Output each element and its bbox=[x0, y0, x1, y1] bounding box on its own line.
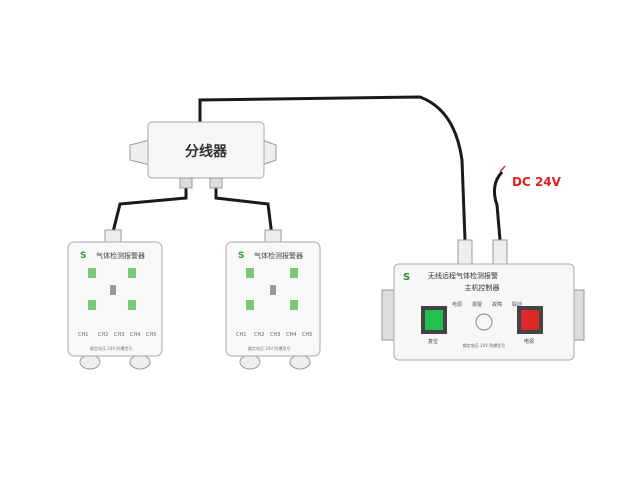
detector-right: S 气体检测报警器 CH1 CH2 CH3 CH4 CH5 额定电压 24V 防… bbox=[225, 229, 321, 370]
detector-footer: 额定电压 24V 防爆型号 bbox=[90, 345, 132, 351]
wireless-icon bbox=[475, 313, 493, 331]
channel-label: CH2 bbox=[254, 332, 264, 338]
power-label-text: 电源 bbox=[524, 338, 534, 345]
detector-left: S 气体检测报警器 CH1 CH2 CH3 CH4 CH5 额定电压 24V 防… bbox=[67, 229, 163, 370]
logo: S bbox=[403, 272, 410, 283]
logo: S bbox=[238, 251, 244, 261]
channel-label: CH4 bbox=[286, 332, 296, 338]
controller-subtitle: 主机控制器 bbox=[465, 283, 500, 292]
channel-label: CH1 bbox=[78, 332, 88, 338]
logo: S bbox=[80, 251, 86, 261]
channel-label: CH5 bbox=[146, 332, 156, 338]
detector-title: 气体检测报警器 bbox=[96, 251, 145, 260]
controller-footer: 额定电压 24V 防爆型号 bbox=[463, 342, 505, 348]
power-wire-tip bbox=[499, 165, 506, 173]
indicator-label: 联动 bbox=[512, 301, 522, 308]
channel-label: CH3 bbox=[114, 332, 124, 338]
channel-label: CH3 bbox=[270, 332, 280, 338]
channel-label: CH2 bbox=[98, 332, 108, 338]
indicator-label: 故障 bbox=[492, 301, 502, 308]
splitter-label: 分线器 bbox=[185, 143, 228, 160]
detector-title: 气体检测报警器 bbox=[254, 251, 303, 260]
controller-box: S 无线远程气体检测报警 主机控制器 电源 报警 故障 联动 复位 电源 额定电… bbox=[381, 239, 585, 361]
reset-label: 复位 bbox=[428, 338, 438, 345]
reset-button[interactable] bbox=[425, 310, 443, 330]
cables bbox=[110, 95, 504, 241]
channel-label: CH1 bbox=[236, 332, 246, 338]
detector-footer: 额定电压 24V 防爆型号 bbox=[248, 345, 290, 351]
indicator-label: 电源 bbox=[452, 301, 462, 308]
power-cable bbox=[492, 170, 504, 241]
indicator-label: 报警 bbox=[472, 301, 482, 308]
controller-title: 无线远程气体检测报警 bbox=[428, 271, 498, 280]
channel-label: CH5 bbox=[302, 332, 312, 338]
power-label: DC 24V bbox=[512, 175, 562, 189]
channel-label: CH4 bbox=[130, 332, 140, 338]
cable-splitter-to-controller bbox=[198, 95, 467, 241]
splitter-box: 分线器 bbox=[129, 121, 277, 189]
cable-splitter-to-detector-left bbox=[110, 180, 188, 237]
power-button[interactable] bbox=[521, 310, 539, 330]
cable-splitter-to-detector-right bbox=[214, 180, 274, 237]
